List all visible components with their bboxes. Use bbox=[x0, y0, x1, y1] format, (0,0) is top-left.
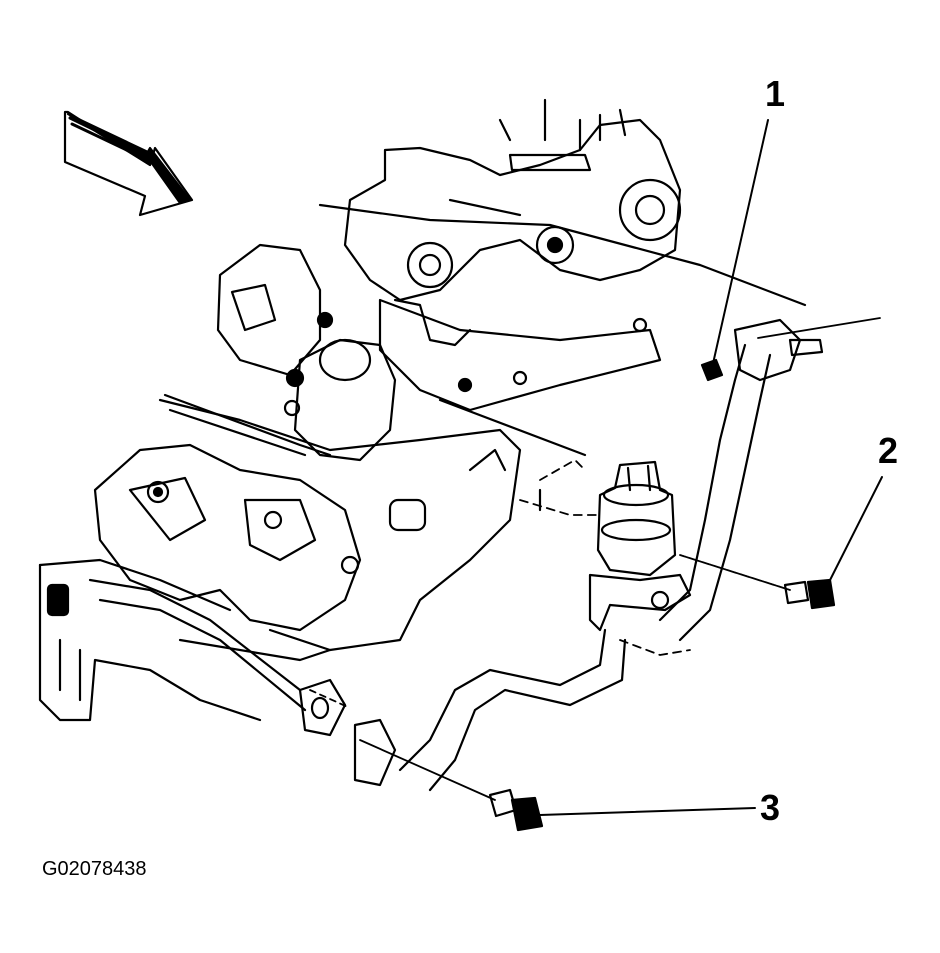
egr-valve bbox=[588, 460, 692, 632]
leader-lines bbox=[539, 119, 883, 816]
callout-number-3: 3 bbox=[760, 787, 781, 828]
leader-line-2 bbox=[823, 476, 883, 593]
callout-number-2: 2 bbox=[878, 430, 899, 471]
bolt-2 bbox=[783, 578, 836, 610]
bolt-3 bbox=[488, 788, 544, 832]
egr-pipe bbox=[88, 318, 824, 792]
leader-line-1 bbox=[711, 119, 769, 369]
leader-line-3 bbox=[539, 807, 756, 816]
view-direction-arrow-icon bbox=[63, 110, 194, 217]
engine-assembly bbox=[38, 98, 807, 722]
alignment-lines bbox=[309, 317, 881, 801]
bolt-1 bbox=[700, 358, 724, 382]
callout-number-1: 1 bbox=[765, 73, 786, 114]
figure-id: G02078438 bbox=[42, 858, 147, 880]
